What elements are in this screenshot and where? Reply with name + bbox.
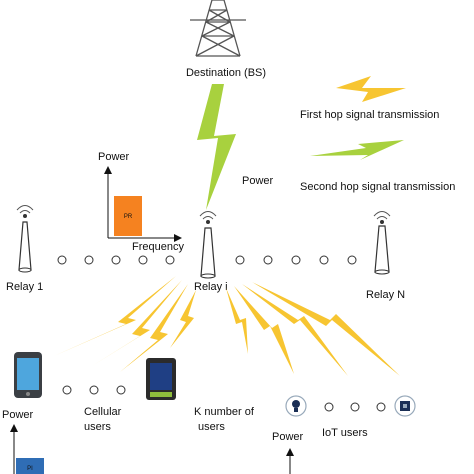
power-axis-label: Power <box>98 151 130 163</box>
power-frequency-axes <box>104 166 182 242</box>
pi-box-label: PI <box>27 466 33 472</box>
relay-n-antenna-icon <box>373 211 391 275</box>
power-center-label: Power <box>242 175 274 187</box>
power-iot-label: Power <box>272 431 304 443</box>
first-hop-legend-label: First hop signal transmission <box>300 109 439 121</box>
first-hop-legend-bolt-icon <box>336 76 406 102</box>
mobile-phone-icon <box>14 352 42 398</box>
cellular-users-label-1: Cellular <box>84 406 122 418</box>
relay-ellipsis-dots <box>57 255 357 265</box>
relay-i-antenna-icon <box>199 211 217 279</box>
destination-label: Destination (BS) <box>186 67 266 79</box>
k-users-label-2: users <box>198 421 225 433</box>
cellular-users-label-2: users <box>84 421 111 433</box>
second-hop-legend-bolt-icon <box>310 140 404 160</box>
relay-1-antenna-icon <box>16 205 34 273</box>
pr-box <box>114 196 142 236</box>
iot-user-dots <box>324 402 386 412</box>
cellular-user-dots <box>62 385 126 395</box>
pi-box <box>16 458 44 474</box>
lightbulb-icon <box>285 395 307 417</box>
second-hop-bolt-main <box>197 84 236 210</box>
power-phone-label: Power <box>2 409 34 421</box>
frequency-axis-label: Frequency <box>132 241 184 253</box>
second-hop-legend-label: Second hop signal transmission <box>300 181 455 193</box>
pr-box-label: PR <box>124 214 133 220</box>
relay-i-label: Relay i <box>194 281 228 293</box>
relay-n-label: Relay N <box>366 289 405 301</box>
k-users-label-1: K number of <box>194 406 255 418</box>
transmission-tower-icon <box>190 0 246 57</box>
tablet-icon <box>146 358 176 400</box>
iot-users-label: IoT users <box>322 427 368 439</box>
iot-device-icon <box>394 395 416 417</box>
relay-1-label: Relay 1 <box>6 281 43 293</box>
first-hop-bolts <box>54 276 400 376</box>
